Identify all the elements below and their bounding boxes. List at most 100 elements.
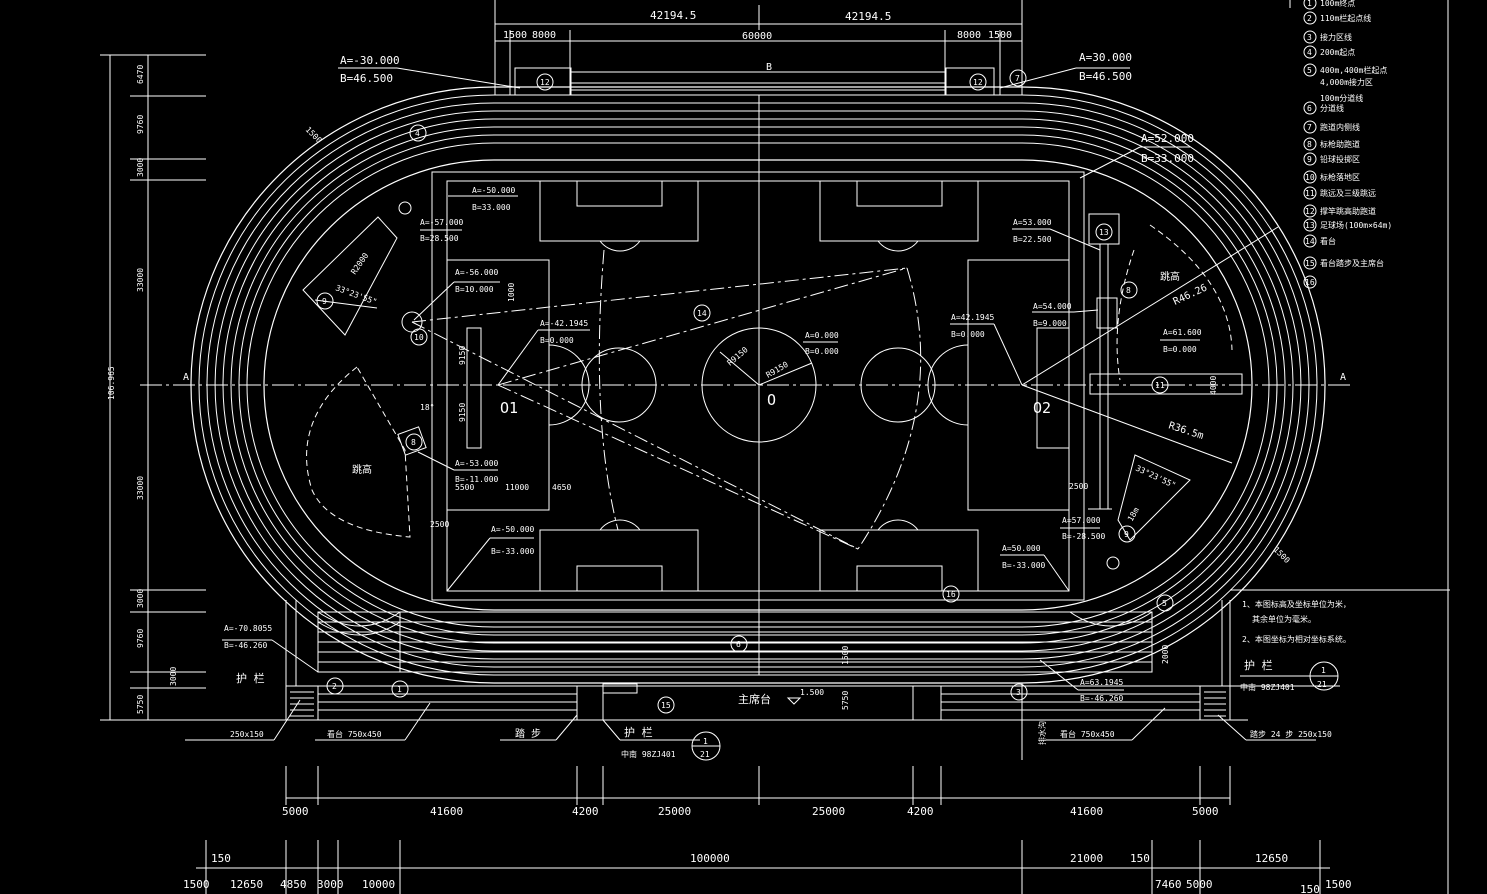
legend-text: 撑竿跳高助跑道 (1320, 206, 1376, 216)
legend-number: 6 (1307, 104, 1312, 113)
svg-text:1: 1 (703, 737, 708, 746)
coord-c-a54: A=54.000 (1033, 302, 1072, 311)
svg-text:21: 21 (1317, 680, 1327, 689)
legend-number: 8 (1307, 140, 1312, 149)
drain-label: 排水沟 (1037, 721, 1047, 745)
legend-number: 14 (1305, 237, 1315, 246)
legend-marker (1303, 186, 1317, 200)
running-track (190, 86, 1326, 684)
svg-text:6: 6 (736, 640, 741, 649)
dim-b3-8: 1500 (1325, 878, 1352, 891)
legend-marker (1303, 45, 1317, 59)
coordinate-labels: A=-30.000 B=46.500 A=30.000 B=46.500 A=5… (224, 51, 1202, 703)
coord-c-a61: A=61.600 (1163, 328, 1202, 337)
coord-c-a42: A=-42.1945 (540, 319, 588, 328)
dim-b1-5: 4200 (907, 805, 934, 818)
coord-c-a0: A=0.000 (805, 331, 839, 340)
legend-text: 100m终点 (1320, 0, 1355, 8)
center-o2: O2 (1033, 399, 1051, 417)
coord-tr-b: B=46.500 (1079, 70, 1132, 83)
dim-9150b: 9150 (458, 403, 467, 422)
dim-half-left: 42194.5 (650, 9, 696, 22)
legend-marker (1303, 234, 1317, 248)
coord-c-b00: B=0.000 (805, 347, 839, 356)
svg-text:3: 3 (1016, 688, 1021, 697)
legend-text: 200m起点 (1320, 48, 1355, 57)
radius-9150a: R9150 (726, 345, 750, 367)
legend-number: 11 (1305, 189, 1315, 198)
dim-left-5: 33000 (136, 476, 145, 500)
dim-4650: 4650 (552, 483, 571, 492)
legend-marker (1303, 0, 1317, 10)
seat-c: 看台 750x450 (1060, 729, 1115, 739)
dim-left-2: 9760 (136, 115, 145, 134)
dim-left-7: 9760 (136, 629, 145, 648)
bottom-dimensions (196, 683, 1330, 894)
dim-2000-right: 2000 (1161, 645, 1170, 664)
legend-number: 1 (1307, 0, 1312, 8)
zhongnan-right: 中南 98ZJ401 (1240, 682, 1295, 692)
coord-c-b0x: B=0.000 (1163, 345, 1197, 354)
legend-text: 标枪落地区 (1320, 172, 1360, 182)
legend-marker (1303, 275, 1317, 289)
left-throw-areas (302, 216, 1191, 541)
dim-b3-1: 12650 (230, 878, 263, 891)
dim-8000-l: 8000 (532, 30, 556, 41)
legend-marker (1303, 204, 1317, 218)
svg-text:9: 9 (322, 297, 327, 306)
dim-left-9: 5750 (136, 695, 145, 714)
axis-a-left: A (183, 372, 189, 383)
dim-1500b: 1500 (1272, 545, 1292, 565)
legend-number: 3 (1307, 33, 1312, 42)
legend-text: 铅球投掷区 (1320, 154, 1360, 164)
coord-c-a70: A=-70.8055 (224, 624, 272, 633)
angle-right: 33°23'55" (1134, 464, 1177, 490)
dim-left-8: 3000 (169, 667, 178, 686)
bottom-straight (317, 611, 1153, 673)
level-mark: 1.500 (800, 688, 824, 697)
coord-c-b33p: B=-33.000 (1002, 561, 1046, 570)
note-1: 1、本图标高及坐标单位为米， (1242, 599, 1351, 609)
coord-tl-b: B=46.500 (340, 72, 393, 85)
center-o: O (767, 391, 776, 409)
legend-text: 100m分道线 (1320, 93, 1363, 103)
legend-text: 跳远及三级跳远 (1320, 188, 1376, 198)
dim-5500: 5500 (455, 483, 474, 492)
legend-text: 110m栏起点线 (1320, 13, 1371, 23)
coord-c-a56: A=-56.000 (455, 268, 499, 277)
dim-4000: 4000 (1209, 376, 1218, 395)
coord-c-a57: A=-57.000 (420, 218, 464, 227)
dim-b1-0: 5000 (282, 805, 309, 818)
radius-36: R36.5m (1167, 420, 1205, 442)
dim-1500-l: 1500 (503, 30, 527, 41)
coord-c-a50n: A=-50.000 (491, 525, 535, 534)
legend-text: 看台踏步及主席台 (1320, 258, 1384, 268)
runway-b-label: B (766, 62, 772, 73)
legend-number: 13 (1305, 221, 1315, 230)
dim-1000: 1000 (507, 283, 516, 302)
legend-text: 分道线 (1320, 103, 1344, 113)
coord-r-a52: A=52.000 (1141, 132, 1194, 145)
javelin-sector (411, 249, 922, 550)
svg-text:8: 8 (411, 438, 416, 447)
bottom-labels: 护 栏 250x150 看台 750x450 踏 步 护 栏 中南 98ZJ40… (230, 645, 1332, 761)
svg-text:12: 12 (540, 78, 550, 87)
legend-number: 5 (1307, 66, 1312, 75)
zhongnan-mid: 中南 98ZJ401 (621, 749, 676, 759)
legend-text: 4,000m接力区 (1320, 77, 1373, 87)
svg-text:21: 21 (700, 750, 710, 759)
legend-number: 7 (1307, 123, 1312, 132)
dim-b3-5: 7460 (1155, 878, 1182, 891)
dim-11000: 11000 (505, 483, 529, 492)
dim-b2-100000: 100000 (690, 852, 730, 865)
coord-f-a50: A=-50.000 (472, 186, 516, 195)
legend-marker (1303, 120, 1317, 134)
legend-marker (1303, 63, 1317, 77)
dim-8000-r: 8000 (957, 30, 981, 41)
seat-a: 250x150 (230, 730, 264, 739)
notes-panel (1230, 0, 1450, 894)
dim-b2-150b: 150 (1130, 852, 1150, 865)
steps-right: 踏步 24 步 250x150 (1250, 729, 1332, 739)
svg-text:7: 7 (1015, 74, 1020, 83)
